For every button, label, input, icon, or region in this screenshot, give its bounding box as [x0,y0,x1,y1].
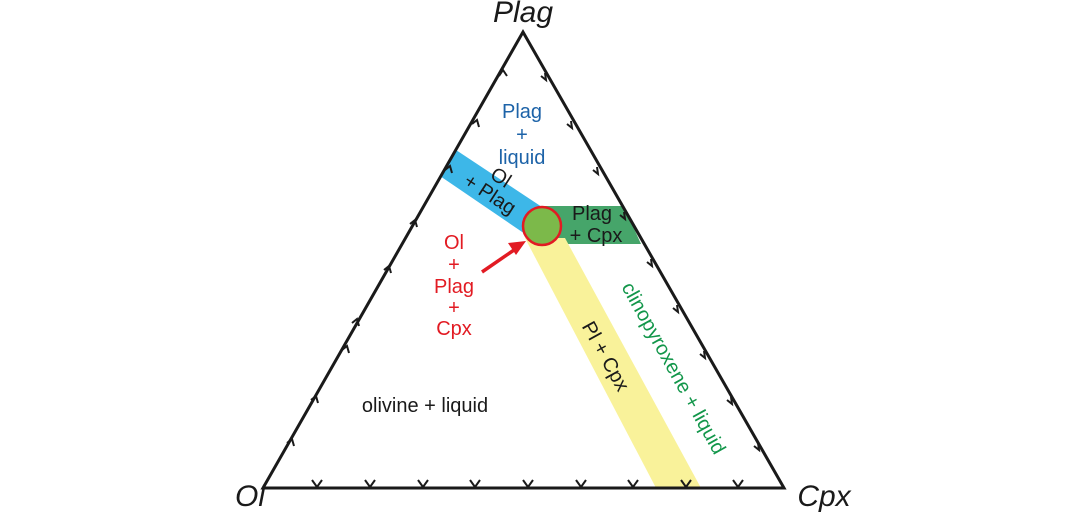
svg-text:Plag: Plag [502,101,542,123]
svg-text:+: + [448,254,460,276]
ol-plag-cotectic-band [440,150,548,238]
eutectic-arrow [481,241,526,274]
plag-cpx-cotectic-band [543,206,641,244]
eutectic-point [521,205,563,247]
svg-text:+: + [448,297,460,319]
svg-text:liquid: liquid [499,147,546,169]
field-label-plag-liquid: Plag + liquid [499,101,546,169]
pl-cpx-band [525,238,701,488]
svg-text:Cpx: Cpx [436,318,472,340]
triangle-outline [260,28,787,490]
field-label-olivine-liquid: olivine + liquid [362,395,488,417]
vertex-label-ol: Ol [235,480,266,512]
band-label-plag-cpx: Plag + Cpx [570,203,623,247]
svg-text:+ Cpx: + Cpx [570,225,623,247]
field-label-ol-plag-cpx: Ol + Plag + Cpx [434,232,474,340]
vertex-label-cpx: Cpx [797,480,851,512]
svg-text:+: + [516,124,528,146]
edge-tick-marks [286,68,761,489]
svg-text:Plag: Plag [434,276,474,298]
vertex-label-plag: Plag [493,0,553,29]
svg-text:Plag: Plag [572,203,612,225]
svg-text:Ol: Ol [444,232,464,254]
